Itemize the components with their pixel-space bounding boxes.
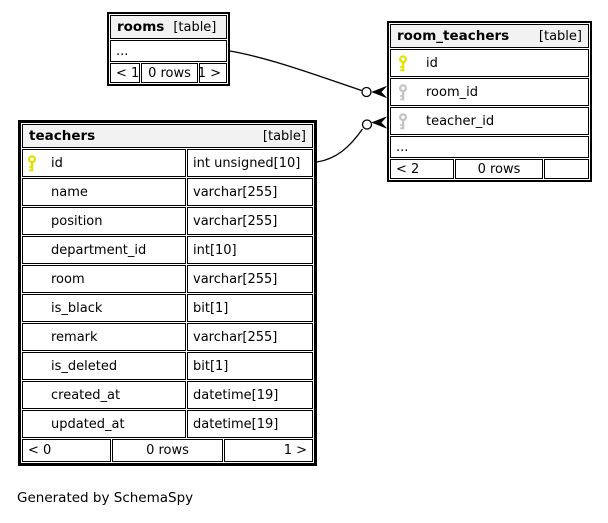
collapsed-columns-row: ... bbox=[110, 40, 227, 62]
column-row-room: room varchar[255] bbox=[22, 265, 313, 293]
table-teachers[interactable]: teachers [table] id bbox=[18, 120, 317, 466]
table-name: teachers bbox=[29, 128, 96, 144]
table-rooms[interactable]: rooms [table] ... < 1 0 rows 1 > bbox=[107, 12, 230, 86]
arrowhead-room_id bbox=[371, 86, 387, 98]
table-room_teachers[interactable]: room_teachers [table] bbox=[387, 21, 592, 182]
foreign-key-icon bbox=[399, 112, 407, 129]
table-name: room_teachers bbox=[397, 28, 510, 44]
zero-cardinality-circle-teacher_id bbox=[361, 119, 373, 130]
primary-key-icon bbox=[28, 154, 36, 171]
parents-count: < 2 bbox=[390, 159, 454, 179]
column-type: varchar[255] bbox=[187, 207, 313, 235]
column-name: room bbox=[51, 271, 85, 287]
parents-count: < 0 bbox=[22, 439, 111, 462]
column-name: position bbox=[51, 213, 103, 229]
column-name: room_id bbox=[426, 84, 478, 100]
column-name: teacher_id bbox=[426, 113, 495, 129]
children-count: 1 > bbox=[199, 63, 227, 83]
foreign-key-icon bbox=[399, 83, 407, 100]
column-name: updated_at bbox=[51, 416, 125, 432]
row-count: 0 rows bbox=[141, 63, 198, 83]
table-type-tag: [table] bbox=[538, 28, 582, 44]
table-teachers-header[interactable]: teachers [table] bbox=[22, 124, 313, 148]
column-name: remark bbox=[51, 329, 98, 345]
column-row-position: position varchar[255] bbox=[22, 207, 313, 235]
key-slot bbox=[398, 112, 418, 130]
column-type: int[10] bbox=[187, 236, 313, 264]
arrowhead-teacher_id bbox=[371, 116, 387, 129]
column-type: int unsigned[10] bbox=[187, 149, 313, 177]
row-count: 0 rows bbox=[455, 159, 543, 179]
column-row-remark: remark varchar[255] bbox=[22, 323, 313, 351]
column-name: id bbox=[51, 155, 63, 171]
column-type: bit[1] bbox=[187, 294, 313, 322]
children-count bbox=[544, 159, 589, 179]
column-type: datetime[19] bbox=[187, 381, 313, 409]
row-count: 0 rows bbox=[112, 439, 223, 462]
table-name: rooms bbox=[117, 19, 165, 35]
column-name: is_deleted bbox=[51, 358, 118, 374]
column-name: name bbox=[51, 184, 88, 200]
zero-cardinality-circle-room_id bbox=[361, 86, 372, 98]
primary-key-icon bbox=[399, 54, 407, 71]
column-row-created_at: created_at datetime[19] bbox=[22, 381, 313, 409]
relationship-line-teachers-room_teachers bbox=[316, 128, 364, 163]
table-rooms-footer: < 1 0 rows 1 > bbox=[110, 63, 227, 83]
table-rooms-header[interactable]: rooms [table] bbox=[110, 15, 227, 39]
table-type-tag: [table] bbox=[262, 128, 306, 144]
table-room_teachers-footer: < 2 0 rows bbox=[390, 159, 589, 179]
column-type: varchar[255] bbox=[187, 323, 313, 351]
column-row-updated_at: updated_at datetime[19] bbox=[22, 410, 313, 438]
column-row-id: id int unsigned[10] bbox=[22, 149, 313, 177]
column-row-id: id bbox=[390, 49, 589, 77]
column-type: varchar[255] bbox=[187, 178, 313, 206]
table-teachers-footer: < 0 0 rows 1 > bbox=[22, 439, 313, 462]
column-name: created_at bbox=[51, 387, 121, 403]
column-name: id bbox=[426, 55, 438, 71]
children-count: 1 > bbox=[224, 439, 313, 462]
column-type: varchar[255] bbox=[187, 265, 313, 293]
table-type-tag: [table] bbox=[173, 19, 217, 35]
relationship-line-rooms-room_teachers bbox=[229, 50, 362, 92]
key-slot bbox=[398, 54, 418, 72]
column-type: bit[1] bbox=[187, 352, 313, 380]
column-row-room_id: room_id bbox=[390, 78, 589, 106]
parents-count: < 1 bbox=[110, 63, 140, 83]
table-room_teachers-header[interactable]: room_teachers [table] bbox=[390, 24, 589, 48]
column-type: datetime[19] bbox=[187, 410, 313, 438]
column-row-name: name varchar[255] bbox=[22, 178, 313, 206]
generator-note: Generated by SchemaSpy bbox=[17, 490, 194, 506]
column-row-department_id: department_id int[10] bbox=[22, 236, 313, 264]
column-row-is_deleted: is_deleted bit[1] bbox=[22, 352, 313, 380]
column-name: is_black bbox=[51, 300, 103, 316]
key-slot bbox=[27, 154, 43, 172]
collapsed-columns-row: ... bbox=[390, 136, 589, 158]
column-row-is_black: is_black bit[1] bbox=[22, 294, 313, 322]
column-row-teacher_id: teacher_id bbox=[390, 107, 589, 135]
key-slot bbox=[398, 83, 418, 101]
column-name: department_id bbox=[51, 242, 147, 258]
